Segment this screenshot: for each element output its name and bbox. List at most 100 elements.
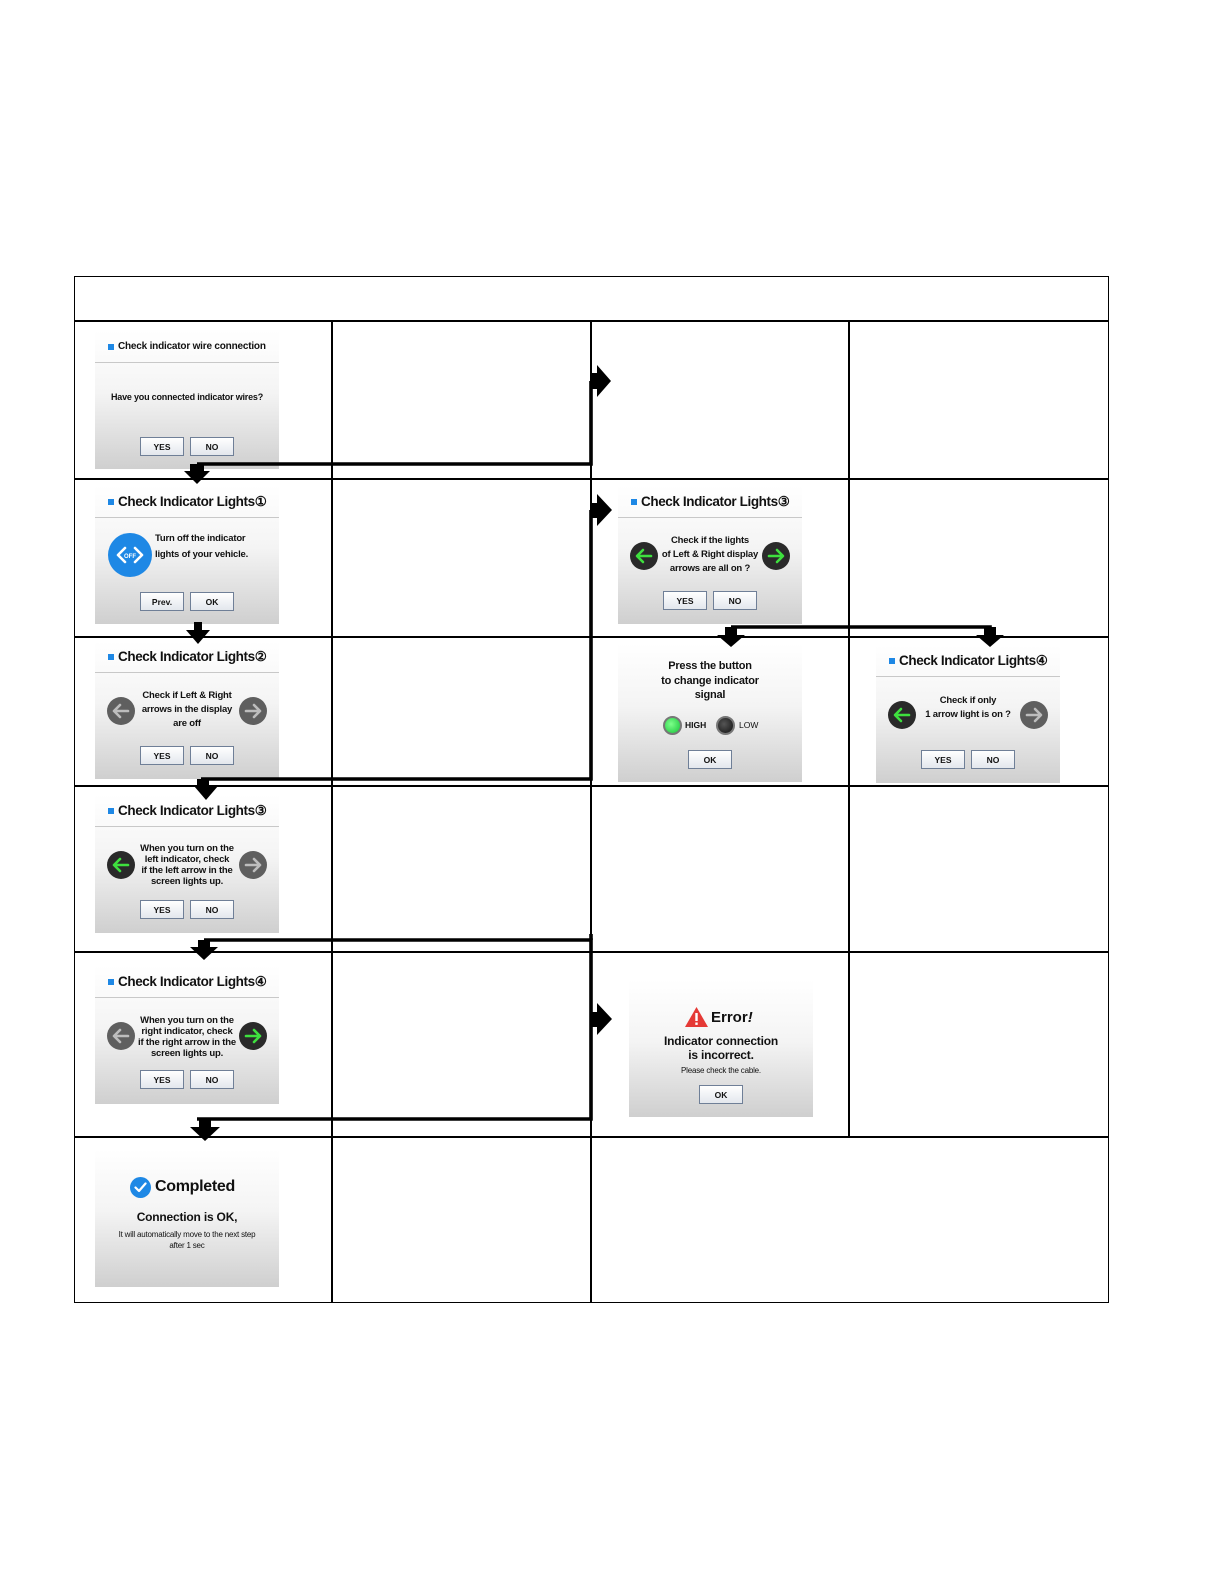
ok-button[interactable]: OK: [190, 592, 234, 611]
square-bullet-icon: [631, 498, 637, 505]
square-bullet-icon: [108, 498, 114, 505]
screen-header: Check Indicator Lights④: [95, 966, 279, 998]
screen-message-line: arrows are all on ?: [669, 563, 751, 574]
ok-button[interactable]: OK: [699, 1085, 743, 1104]
screen-error: Error! Indicator connection is incorrect…: [629, 980, 813, 1117]
down-arrow: [190, 1119, 220, 1141]
column-divider: [590, 320, 592, 1303]
screen-message-line: if the left arrow in the: [141, 865, 233, 876]
low-label: LOW: [739, 720, 759, 730]
screen-title: Check Indicator Lights②: [118, 648, 267, 664]
screen-header: Check Indicator Lights③: [618, 486, 802, 518]
square-bullet-icon: [889, 657, 895, 664]
screen-indicator-lights-4-right: Check Indicator Lights④ When you turn on…: [95, 966, 279, 1104]
high-radio-button[interactable]: [663, 716, 682, 735]
screen-indicator-lights-1: Check Indicator Lights① OFF Turn off the…: [95, 486, 279, 624]
screen-message-line: Turn off the indicator: [155, 533, 246, 544]
screen-message-line: When you turn on the: [140, 1015, 234, 1026]
flow-line: [197, 381, 593, 466]
yes-button[interactable]: YES: [140, 437, 184, 456]
column-divider: [331, 320, 333, 1303]
screen-indicator-lights-3-left: Check Indicator Lights③ When you turn on…: [95, 795, 279, 933]
screen-header: Check Indicator Lights③: [95, 795, 279, 827]
down-arrow: [186, 622, 210, 644]
yes-button[interactable]: YES: [663, 591, 707, 610]
error-title: Error!: [711, 1009, 753, 1026]
no-button[interactable]: NO: [190, 746, 234, 765]
flow-line: [197, 938, 593, 1121]
screen-message-line: It will automatically move to the next s…: [118, 1230, 256, 1239]
right-arrow-icon: [762, 542, 790, 570]
screen-message-line: lights of your vehicle.: [155, 549, 249, 560]
screen-title: Check indicator wire connection: [118, 341, 266, 352]
no-button[interactable]: NO: [190, 900, 234, 919]
screen-title: Check Indicator Lights③: [641, 493, 790, 509]
screen-message-line: screen lights up.: [150, 876, 224, 887]
down-arrow: [190, 940, 218, 960]
screen-message-line: Connection is OK,: [136, 1210, 238, 1224]
screen-header: Check Indicator Lights①: [95, 486, 279, 518]
screen-message-line: Check if Left & Right: [142, 690, 232, 701]
screen-message-line: are off: [173, 718, 201, 729]
screen-message-line: Press the button: [668, 660, 752, 672]
error-title-text: Error: [711, 1009, 748, 1026]
left-arrow-icon: [630, 542, 658, 570]
square-bullet-icon: [108, 653, 114, 660]
error-title-mark: !: [747, 1009, 753, 1026]
check-circle-icon: [130, 1177, 151, 1198]
yes-button[interactable]: YES: [140, 1070, 184, 1089]
left-arrow-icon: [107, 851, 135, 879]
yes-button[interactable]: YES: [140, 746, 184, 765]
screen-indicator-lights-3-all: Check Indicator Lights③ Check if the lig…: [618, 486, 802, 624]
flow-line: [201, 510, 593, 781]
screen-message-line: signal: [694, 689, 726, 701]
right-arrow: [590, 365, 611, 397]
right-arrow-icon: [239, 1022, 267, 1050]
screen-press-button: Press the button to change indicator sig…: [618, 644, 802, 782]
screen-header: Check Indicator Lights②: [95, 641, 279, 673]
screen-message-line: screen lights up.: [150, 1048, 224, 1059]
right-arrow-icon: [239, 697, 267, 725]
no-button[interactable]: NO: [190, 1070, 234, 1089]
right-arrow: [590, 494, 612, 526]
no-button[interactable]: NO: [713, 591, 757, 610]
screen-header: Check indicator wire connection: [95, 331, 279, 363]
screen-message: Have you connected indicator wires?: [110, 392, 264, 402]
prev-button[interactable]: Prev.: [140, 592, 184, 611]
down-arrow: [184, 464, 210, 484]
square-bullet-icon: [108, 978, 114, 985]
screen-message-line: 1 arrow light is on ?: [925, 709, 1011, 720]
right-arrow: [590, 1003, 612, 1035]
screen-completed: Completed Connection is OK, It will auto…: [95, 1149, 279, 1287]
completed-title: Completed: [155, 1178, 235, 1195]
screen-indicator-lights-4-one: Check Indicator Lights④ Check if only 1 …: [876, 645, 1060, 783]
screen-message-line: When you turn on the: [140, 843, 234, 854]
screen-header: Check Indicator Lights④: [876, 645, 1060, 677]
ok-button[interactable]: OK: [688, 750, 732, 769]
no-button[interactable]: NO: [971, 750, 1015, 769]
screen-message-line: to change indicator: [661, 675, 759, 687]
svg-text:OFF: OFF: [124, 554, 136, 560]
left-arrow-icon: [107, 697, 135, 725]
screen-message-line: Check if the lights: [670, 535, 750, 546]
screen-message-line: Check if only: [939, 695, 997, 706]
yes-button[interactable]: YES: [140, 900, 184, 919]
no-button[interactable]: NO: [190, 437, 234, 456]
yes-button[interactable]: YES: [921, 750, 965, 769]
right-arrow-icon: [239, 851, 267, 879]
screen-message-line: if the right arrow in the: [138, 1037, 236, 1048]
screen-message-line: right indicator, check: [141, 1026, 233, 1037]
screen-message-line: after 1 sec: [169, 1241, 205, 1250]
screen-message-line: Indicator connection: [663, 1034, 778, 1048]
flow-line: [731, 625, 992, 632]
screen-title: Check Indicator Lights④: [118, 973, 267, 989]
left-arrow-icon: [107, 1022, 135, 1050]
screen-message-line: arrows in the display: [141, 704, 233, 715]
column-divider: [848, 320, 850, 1136]
low-radio-button[interactable]: [716, 716, 735, 735]
screen-message-line: left indicator, check: [144, 854, 230, 865]
screen-message-line: of Left & Right display: [661, 549, 759, 560]
square-bullet-icon: [108, 343, 114, 350]
